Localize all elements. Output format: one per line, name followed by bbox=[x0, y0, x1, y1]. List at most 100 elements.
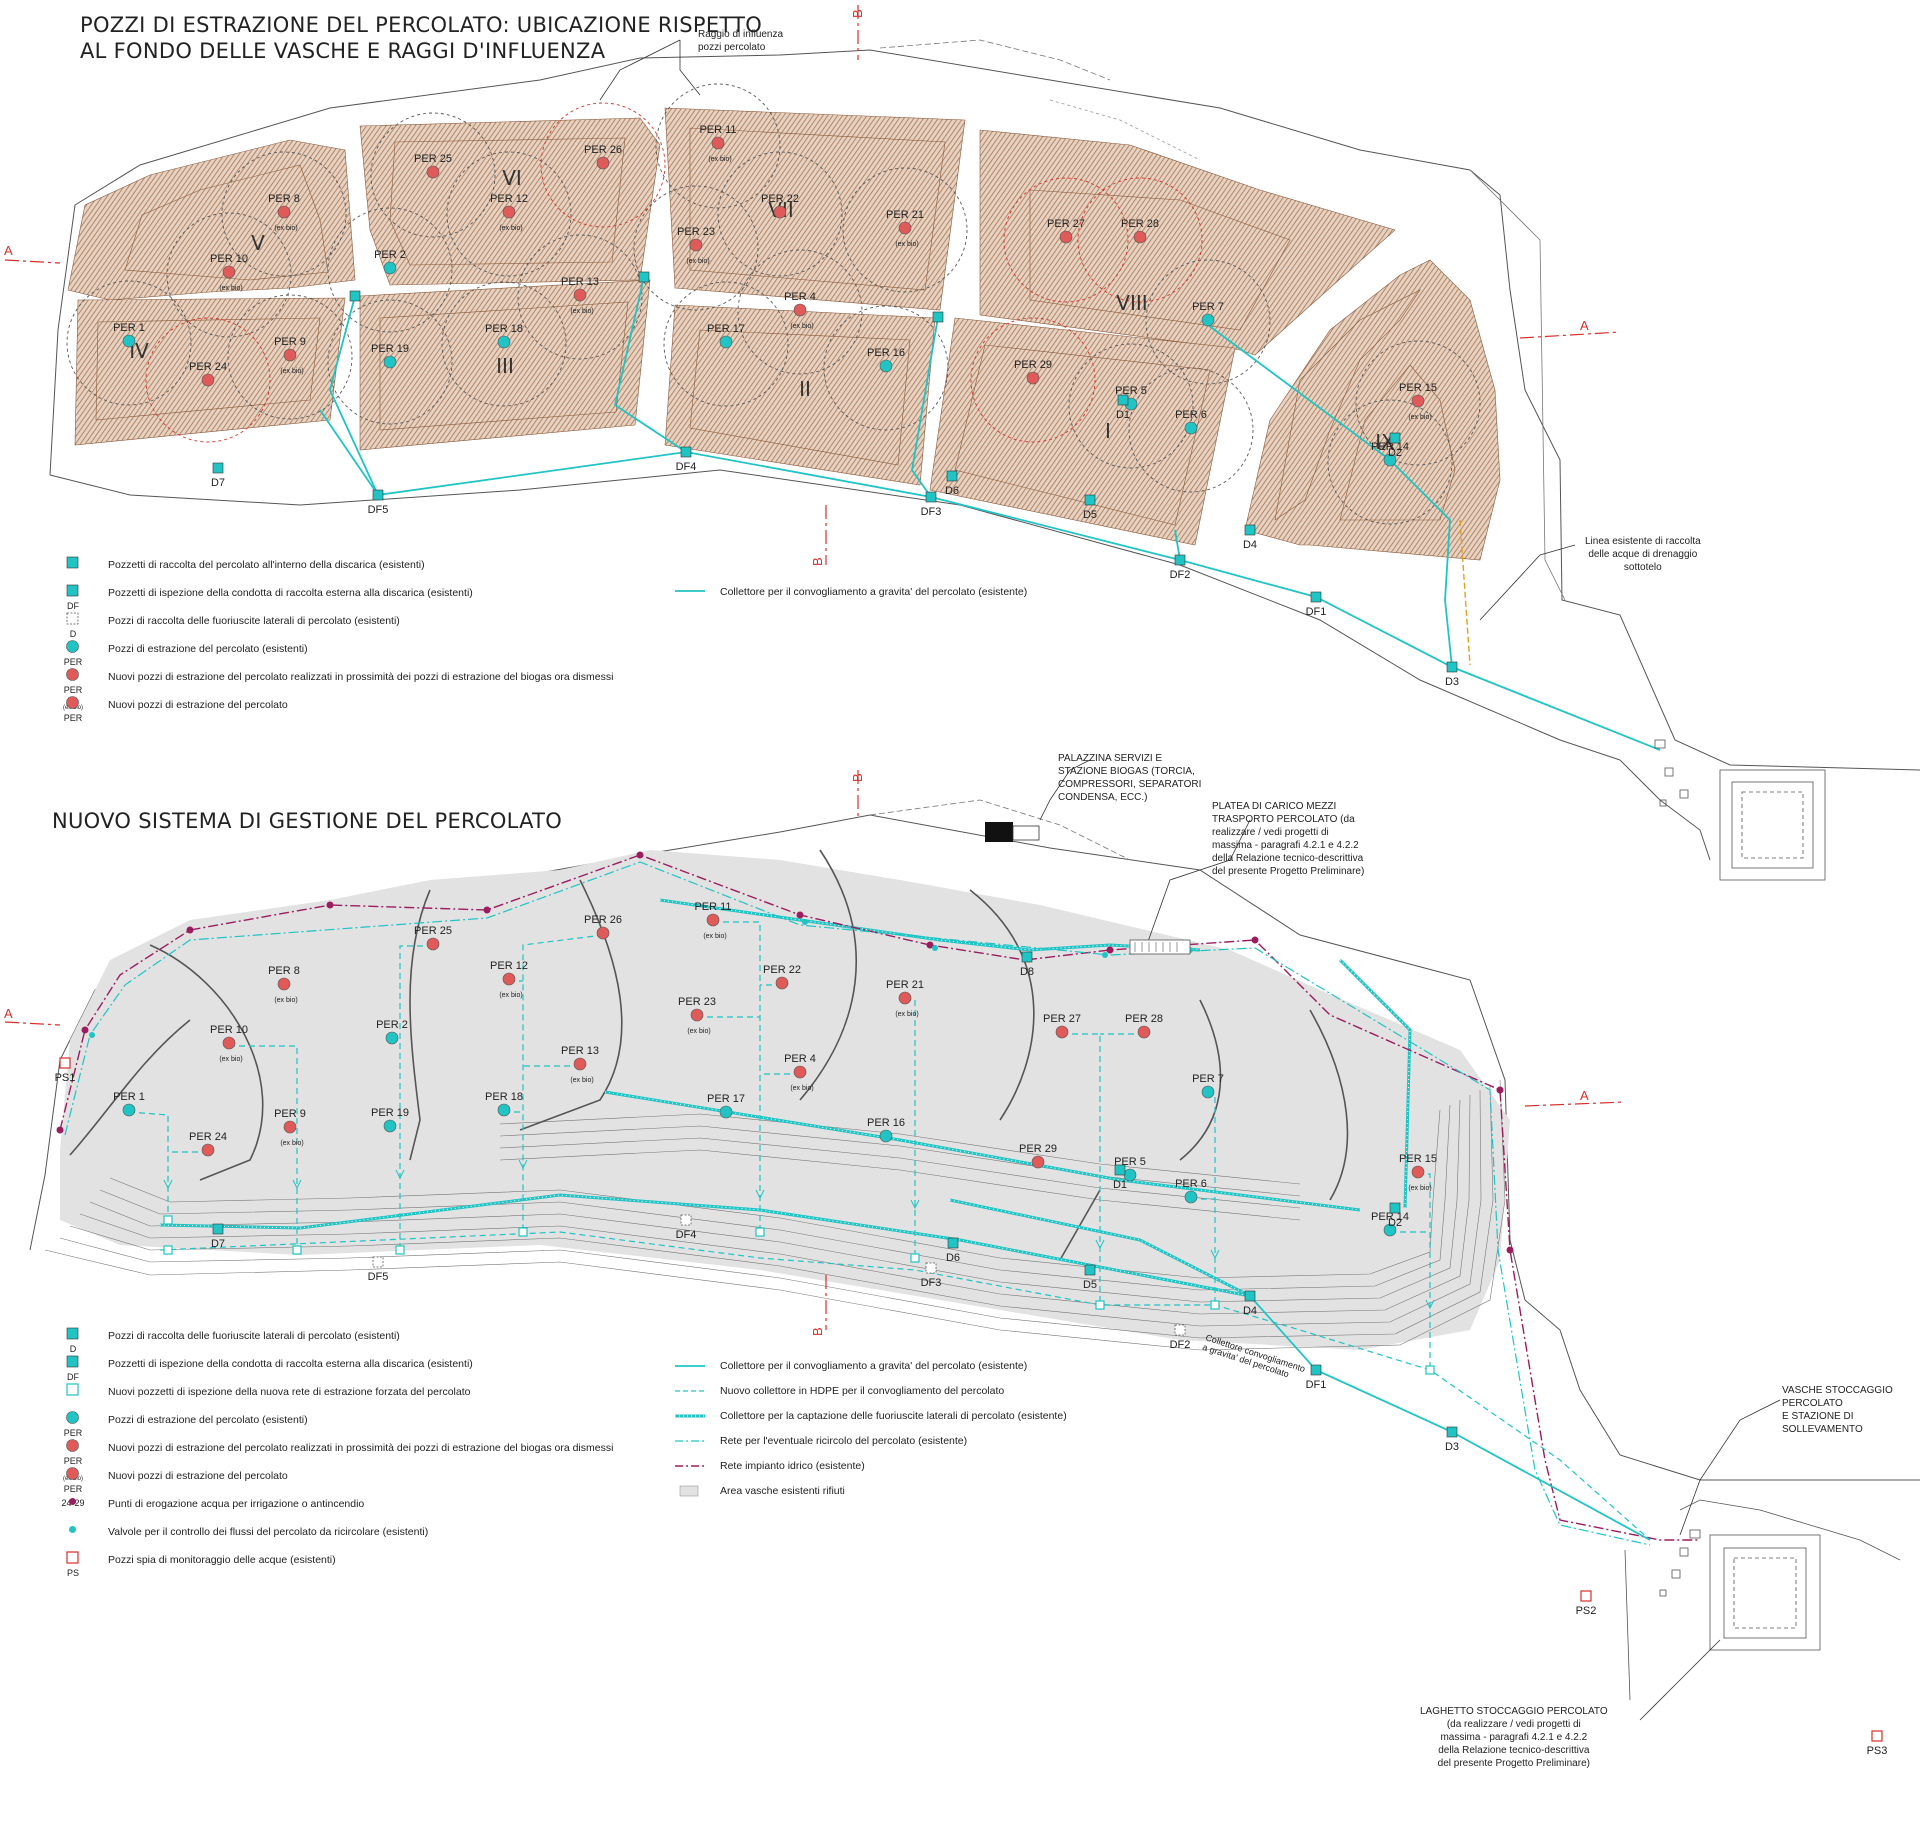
well-sublabel: (ex bio) bbox=[499, 992, 522, 999]
services-annotation: PALAZZINA SERVIZI E STAZIONE BIOGAS (TOR… bbox=[1058, 753, 1202, 803]
basin-V-slope bbox=[67, 139, 356, 301]
bot-sump-d6: D6 bbox=[946, 1237, 960, 1264]
basin-dividers-bottom bbox=[69, 849, 1349, 1261]
circle-cyan-icon bbox=[60, 1411, 86, 1439]
well-label: PER 22 bbox=[763, 964, 801, 976]
loading-platform bbox=[1129, 939, 1191, 955]
well-label: PER 24 bbox=[189, 1131, 227, 1143]
legend-code: DF bbox=[67, 1372, 79, 1382]
top-well-per-4: PER 4(ex bio) bbox=[784, 291, 816, 330]
well-sublabel: (ex bio) bbox=[570, 1077, 593, 1084]
top-well-per-13: PER 13(ex bio) bbox=[561, 276, 599, 315]
well-label: PER 17 bbox=[707, 323, 745, 335]
bot-sump-d7: D7 bbox=[211, 1223, 225, 1250]
top-title-line1: POZZI DI ESTRAZIONE DEL PERCOLATO: UBICA… bbox=[80, 13, 763, 37]
well-label: PER 16 bbox=[867, 347, 905, 359]
bot-well-per-29: PER 29 bbox=[1019, 1143, 1057, 1169]
bot-sump-df1: DF1 bbox=[1306, 1364, 1326, 1391]
well-label: PER 1 bbox=[113, 322, 145, 334]
bot-sump-d2: D2 bbox=[1388, 1202, 1402, 1229]
well-sublabel: (ex bio) bbox=[1408, 414, 1431, 421]
legend-text: Pozzi di estrazione del percolato (esist… bbox=[108, 1414, 308, 1426]
pit-label: PS3 bbox=[1867, 1745, 1888, 1757]
pit-marker bbox=[1244, 524, 1256, 536]
pit-label: D1 bbox=[1113, 1179, 1127, 1191]
well-sublabel: (ex bio) bbox=[499, 225, 522, 232]
pit-marker bbox=[1389, 1202, 1401, 1214]
well-marker bbox=[201, 1143, 215, 1157]
pit-marker bbox=[1871, 1730, 1883, 1742]
legend-bottom-item-6: Punti di erogazione acqua per irrigazion… bbox=[60, 1495, 620, 1523]
well-label: PER 28 bbox=[1121, 218, 1159, 230]
pit-label: D7 bbox=[211, 1238, 225, 1250]
well-label: PER 18 bbox=[485, 323, 523, 335]
top-well-per-17: PER 17 bbox=[707, 323, 745, 349]
well-label: PER 25 bbox=[414, 153, 452, 165]
section-mark-b-bottom-top: B bbox=[810, 557, 825, 566]
well-marker bbox=[596, 156, 610, 170]
bot-well-per-8: PER 8(ex bio) bbox=[268, 965, 300, 1004]
pit-marker bbox=[1117, 394, 1129, 406]
well-label: PER 19 bbox=[371, 343, 409, 355]
basin-VIII-slope bbox=[979, 129, 1396, 356]
pit-marker bbox=[947, 1237, 959, 1249]
well-label: PER 22 bbox=[761, 193, 799, 205]
legend-text: Punti di erogazione acqua per irrigazion… bbox=[108, 1498, 365, 1510]
top-well-per-28: PER 28 bbox=[1121, 218, 1159, 244]
well-marker bbox=[1133, 230, 1147, 244]
legend-line-samples bbox=[675, 590, 705, 1497]
top-sump-pit bbox=[638, 271, 650, 283]
section-mark-b-top-bottom: B bbox=[850, 773, 865, 782]
well-label: PER 14 bbox=[1371, 441, 1409, 453]
well-label: PER 27 bbox=[1047, 218, 1085, 230]
pit-label: D2 bbox=[1388, 1217, 1402, 1229]
well-marker bbox=[793, 303, 807, 317]
bot-well-per-4: PER 4(ex bio) bbox=[784, 1053, 816, 1092]
pit-marker bbox=[1174, 554, 1186, 566]
line-legend-area: Area vasche esistenti rifiuti bbox=[720, 1485, 845, 1497]
well-label: PER 16 bbox=[867, 1117, 905, 1129]
pit-marker bbox=[212, 1223, 224, 1235]
legend-code: DF bbox=[67, 601, 79, 611]
well-marker bbox=[1137, 1025, 1151, 1039]
well-label: PER 12 bbox=[490, 193, 528, 205]
line-legend-hatched: Collettore per la captazione delle fuori… bbox=[720, 1410, 1067, 1422]
well-marker bbox=[1031, 1155, 1045, 1169]
pit-marker bbox=[680, 446, 692, 458]
well-marker bbox=[383, 261, 397, 275]
square-filled-icon bbox=[60, 584, 86, 612]
bot-well-per-23: PER 23(ex bio) bbox=[678, 996, 716, 1035]
legend-code: PER bbox=[63, 657, 83, 667]
well-label: PER 24 bbox=[189, 361, 227, 373]
pit-label: DF4 bbox=[676, 1229, 697, 1241]
well-marker bbox=[122, 1103, 136, 1117]
pit-label: D7 bbox=[211, 477, 225, 489]
well-label: PER 4 bbox=[784, 1053, 816, 1065]
well-label: PER 21 bbox=[886, 979, 924, 991]
pit-label: D5 bbox=[1083, 1279, 1097, 1291]
basin-IV-slope bbox=[74, 297, 346, 446]
pond-annotation: LAGHETTO STOCCAGGIO PERCOLATO (da realiz… bbox=[1420, 1706, 1608, 1769]
pit-marker bbox=[372, 1256, 384, 1268]
well-label: PER 15 bbox=[1399, 382, 1437, 394]
well-marker bbox=[596, 926, 610, 940]
legend-text: Pozzi spia di monitoraggio delle acque (… bbox=[108, 1554, 336, 1566]
top-inspection-df5: DF5 bbox=[368, 489, 388, 516]
well-label: PER 10 bbox=[210, 1024, 248, 1036]
basin-slopes-top bbox=[67, 107, 1501, 561]
new-inspection-pits bbox=[163, 1215, 1435, 1375]
well-label: PER 27 bbox=[1043, 1013, 1081, 1025]
well-label: PER 10 bbox=[210, 253, 248, 265]
well-marker bbox=[573, 288, 587, 302]
well-marker bbox=[502, 972, 516, 986]
well-marker bbox=[879, 359, 893, 373]
bot-well-per-2: PER 2 bbox=[376, 1019, 408, 1045]
well-marker bbox=[201, 373, 215, 387]
